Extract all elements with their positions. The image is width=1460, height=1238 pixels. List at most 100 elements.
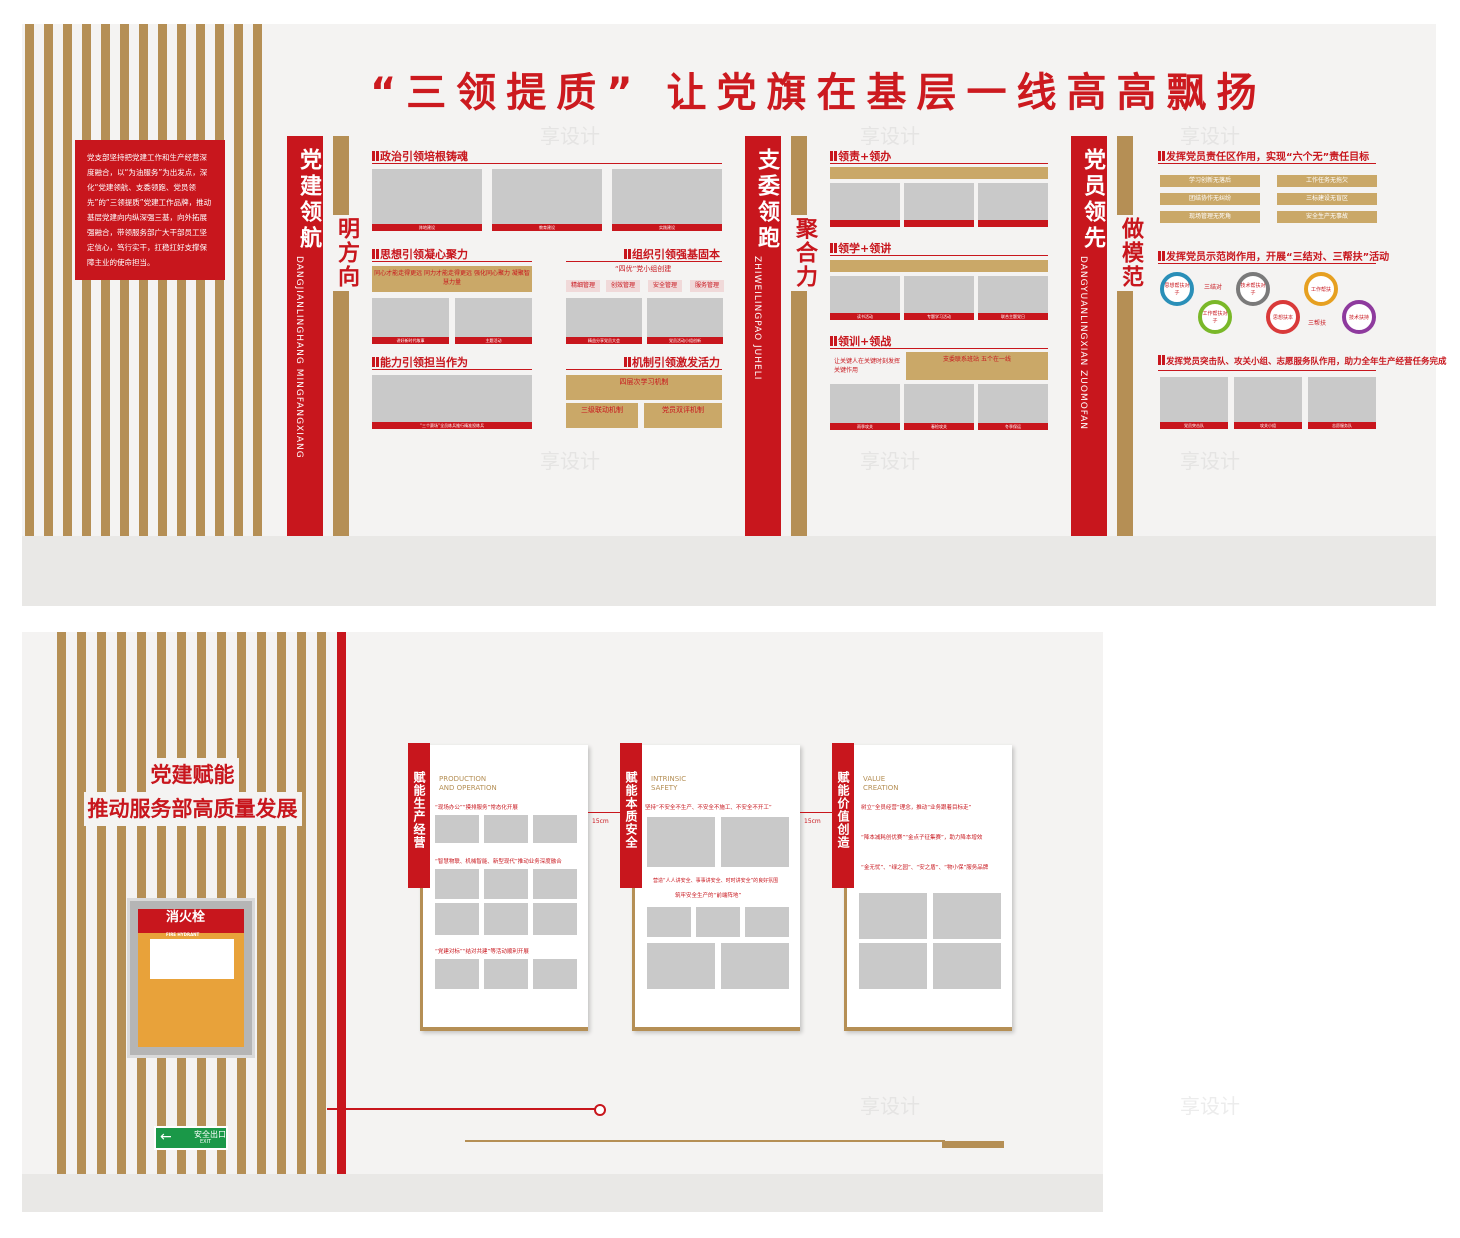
board-ribbon xyxy=(620,743,642,888)
photo xyxy=(533,815,577,843)
photo-caption: 党员突击队 xyxy=(1184,423,1204,428)
goal-tag: 安全生产无事故 xyxy=(1277,211,1377,223)
pillar-2-title: 支委领跑 xyxy=(754,148,779,252)
divider xyxy=(566,261,722,262)
org-tag: 安全管理 xyxy=(648,280,682,292)
board-ribbon-text: 赋能价值创造 xyxy=(836,771,850,849)
pillar-1-bar: 党建领航 DANGJIANLINGHANG MINGFANGXIANG xyxy=(287,136,323,536)
train-right-banner: 支委联系班站 五个在一线 xyxy=(906,352,1048,380)
divider xyxy=(372,163,722,164)
bottom-floor xyxy=(22,1174,1103,1212)
watermark: 享设计 xyxy=(1180,1094,1240,1118)
board-text: “降本减耗创优赛”“金点子征集赛”，助力降本增效 xyxy=(861,835,983,841)
mechanism-box: 四层次学习机制 xyxy=(566,375,722,400)
photo: 春检攻关 xyxy=(904,384,974,430)
pillar-3-pinyin: DANGYUANLINGXIAN ZUOMOFAN xyxy=(1078,256,1088,431)
board-text: “党建对标”“结对共建”等活动顺利开展 xyxy=(435,949,529,955)
photo-caption: 联合主题党日 xyxy=(1001,314,1025,319)
pillar-1-pinyin: DANGJIANLINGHANG MINGFANGXIANG xyxy=(294,256,304,459)
pair-circle: 技术帮扶对子 xyxy=(1236,272,1270,306)
watermark: 享设计 xyxy=(860,1094,920,1118)
divider xyxy=(830,163,1048,164)
pillar-2-pinyin: ZHIWEILINGPAO JUHELI xyxy=(752,256,762,381)
gold-bar xyxy=(942,1141,1004,1148)
board-text: 筑牢安全生产的“前端阵地” xyxy=(675,893,742,899)
pair-circle: 思想帮扶对子 xyxy=(1160,272,1194,306)
section-political: 政治引领培根铸魂 xyxy=(372,148,468,164)
divider xyxy=(372,369,532,370)
photo xyxy=(533,903,577,935)
exit-label: 安全出口 xyxy=(194,1130,226,1139)
pillar-3-bar: 党员领先 DANGYUANLINGXIAN ZUOMOFAN xyxy=(1071,136,1107,536)
thought-banner: 同心才能走得更远 同力才能走得更远 强化同心聚力 凝聚智慧力量 xyxy=(372,266,532,292)
spacing-line xyxy=(800,812,840,813)
photo-caption: “三个赛场”全员练兵推行精准投练兵 xyxy=(419,423,485,428)
photo xyxy=(933,893,1001,939)
board-eng-1: VALUE xyxy=(863,775,886,783)
photo: 阵地建设 xyxy=(372,169,482,231)
divider xyxy=(1158,263,1376,264)
photo-caption: 主题活动 xyxy=(485,338,502,343)
board-text: 坚持“不安全不生产、不安全不施工、不安全不开工” xyxy=(645,805,772,811)
pillar-3-subtitle: 做模范 xyxy=(1114,215,1146,291)
section-ability: 能力引领担当作为 xyxy=(372,354,468,370)
photo: “三个赛场”全员练兵推行精准投练兵 xyxy=(372,375,532,429)
watermark: 享设计 xyxy=(540,449,600,473)
goal-tag: 团结协作无纠纷 xyxy=(1160,193,1260,205)
photo: 实践建设 xyxy=(612,169,722,231)
top-floor xyxy=(22,536,1436,606)
photo-caption: 读书活动 xyxy=(857,314,873,319)
photo: 雨季攻关 xyxy=(830,384,900,430)
pair-circle: 工作帮扶对子 xyxy=(1198,300,1232,334)
intro-text-box: 党支部坚持把党建工作和生产经营深度融合，以“为油服务”为出发点，深化“党建领航、… xyxy=(75,140,225,280)
board-ribbon-text: 赋能本质安全 xyxy=(624,771,638,849)
bottom-title-line-2: 推动服务部高质量发展 xyxy=(83,792,302,826)
section-responsibility: 发挥党员责任区作用，实现“六个无”责任目标 xyxy=(1158,148,1369,163)
photo xyxy=(721,817,789,867)
main-title: “三领提质” 让党旗在基层一线高高飘扬 xyxy=(370,70,1267,116)
board-eng-2: AND OPERATION xyxy=(439,784,497,792)
fire-hydrant-subtitle: FIRE HYDRANT xyxy=(166,932,200,937)
photo-caption: 讲好新时代故事 xyxy=(396,338,425,343)
divider xyxy=(566,369,722,370)
board-eng-1: PRODUCTION xyxy=(439,775,487,783)
photo xyxy=(484,903,528,935)
photo xyxy=(745,907,789,937)
red-dot xyxy=(594,1104,606,1116)
photo xyxy=(435,903,479,935)
mechanism-box: 党员双评机制 xyxy=(644,403,722,428)
board-ribbon xyxy=(832,743,854,888)
divider xyxy=(830,255,1048,256)
photo-caption: 精益分享党员大会 xyxy=(588,338,620,343)
gold-line xyxy=(465,1140,945,1142)
section-lead-duty: 领责+领办 xyxy=(830,148,891,164)
photo xyxy=(647,907,691,937)
pillar-2-gold xyxy=(791,136,807,536)
fire-hydrant-cabinet: 消火栓 FIRE HYDRANT xyxy=(127,898,255,1058)
photo: 专题学习活动 xyxy=(904,276,974,320)
photo: 讲好新时代故事 xyxy=(372,298,449,344)
board-ribbon xyxy=(408,743,430,888)
photo: 冬季保运 xyxy=(978,384,1048,430)
exit-sign: ← 安全出口 EXIT xyxy=(154,1126,228,1150)
exit-arrow-icon: ← xyxy=(160,1129,172,1145)
photo: 精益分享党员大会 xyxy=(566,298,642,344)
goal-tag: 现场管理无死角 xyxy=(1160,211,1260,223)
section-thought: 思想引领凝心聚力 xyxy=(372,246,468,262)
exit-sub: EXIT xyxy=(200,1139,212,1145)
train-left-text: 让关键人在关键时刻发挥关键作用 xyxy=(834,358,901,374)
section-lead-study: 领学+领讲 xyxy=(830,240,891,256)
fire-hydrant-title: 消火栓 xyxy=(166,910,206,925)
photo xyxy=(435,869,479,899)
watermark: 享设计 xyxy=(860,124,920,148)
support-circle: 思想扶本 xyxy=(1266,300,1300,334)
photo-caption: 雨季攻关 xyxy=(857,424,873,429)
watermark: 享设计 xyxy=(860,449,920,473)
photo-caption: 教育建设 xyxy=(539,225,555,230)
spacing-line xyxy=(588,812,628,813)
photo xyxy=(484,869,528,899)
board-text: 树立“全员经营”理念，推动“业务跟着目标走” xyxy=(861,805,972,811)
goal-tag: 三标建设无盲区 xyxy=(1277,193,1377,205)
